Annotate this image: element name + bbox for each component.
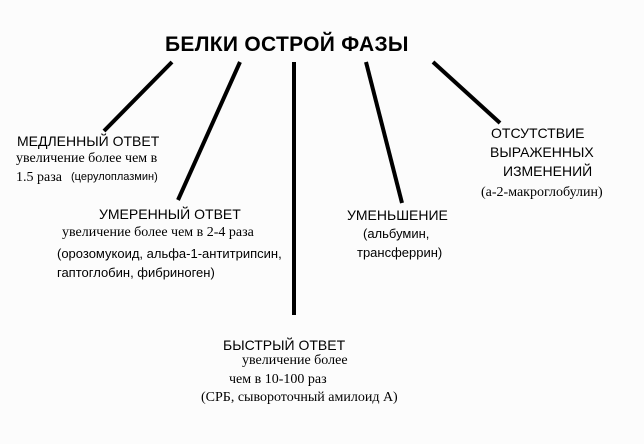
diagram-title: БЕЛКИ ОСТРОЙ ФАЗЫ	[165, 33, 409, 56]
fast-response-line2: чем в 10-100 раз	[229, 372, 327, 387]
decrease-proteins-1: (альбумин,	[363, 226, 430, 241]
moderate-response-proteins-2: гаптоглобин, фибриноген)	[57, 265, 215, 280]
no-changes-heading-3: ИЗМЕНЕНИЙ	[503, 163, 593, 179]
no-changes-heading-2: ВЫРАЖЕННЫХ	[490, 144, 594, 160]
no-changes-heading-1: ОТСУТСТВИЕ	[491, 125, 585, 141]
slow-response-line1: увеличение более чем в	[16, 151, 158, 166]
no-changes-proteins: (а-2-макроглобулин)	[481, 185, 603, 200]
moderate-response-heading: УМЕРЕННЫЙ ОТВЕТ	[99, 206, 241, 222]
connector-decrease	[364, 61, 404, 204]
moderate-response-proteins-1: (орозомукоид, альфа-1-антитрипсин,	[57, 246, 282, 261]
decrease-heading: УМЕНЬШЕНИЕ	[347, 207, 448, 223]
connector-moderate	[176, 61, 242, 201]
connector-none	[431, 60, 502, 125]
slow-response-proteins: (церулоплазмин)	[71, 171, 158, 183]
fast-response-line1: увеличение более	[242, 353, 348, 368]
moderate-response-line1: увеличение более чем в 2-4 раза	[62, 225, 254, 240]
slow-response-line2: 1.5 раза	[16, 170, 62, 185]
connector-slow	[102, 60, 174, 133]
fast-response-proteins: (СРБ, сывороточный амилоид А)	[201, 390, 398, 405]
slow-response-heading: МЕДЛЕННЫЙ ОТВЕТ	[17, 133, 160, 149]
decrease-proteins-2: трансферрин)	[357, 245, 443, 260]
fast-response-heading: БЫСТРЫЙ ОТВЕТ	[223, 337, 346, 353]
